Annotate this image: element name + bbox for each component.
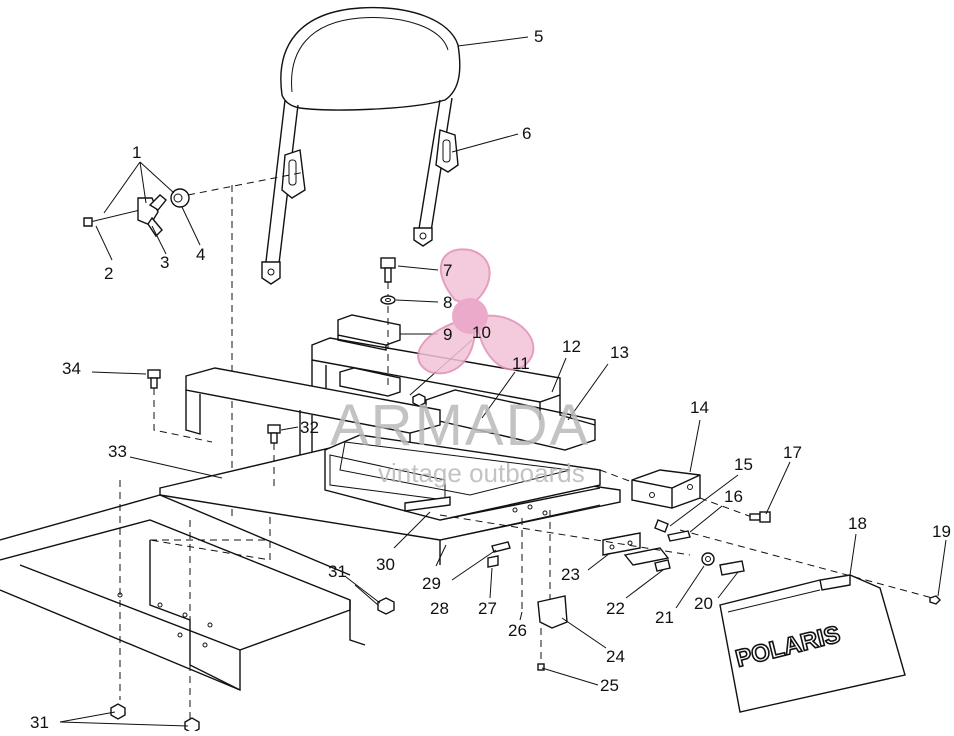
nut-10	[412, 393, 426, 407]
callout-7: 7	[443, 261, 452, 280]
pin-15	[654, 519, 669, 533]
rivet-27	[487, 555, 499, 568]
base-plate	[159, 434, 621, 565]
clip-28	[491, 541, 511, 553]
callout-19: 19	[932, 522, 951, 541]
bolt-7	[380, 257, 396, 283]
propeller-logo-icon	[417, 248, 535, 375]
callout-5: 5	[534, 27, 543, 46]
callout-14: 14	[690, 398, 709, 417]
bracket-14	[631, 469, 701, 509]
callout-16: 16	[724, 487, 743, 506]
bumper-block	[337, 314, 401, 397]
callout-11: 11	[512, 354, 530, 373]
callout-25: 25	[600, 676, 619, 695]
watermark-tagline: vintage outboards	[378, 458, 585, 488]
tunnel-frame	[0, 480, 366, 720]
callout-34: 34	[62, 359, 81, 378]
callout-labels: 1 2 3 4 5 6 7 8 9 10 11 12 13 14 15 16 1…	[30, 27, 951, 732]
callout-4: 4	[196, 245, 205, 264]
callout-3: 3	[160, 253, 169, 272]
callout-23: 23	[561, 565, 580, 584]
callout-6: 6	[522, 124, 531, 143]
callout-13: 13	[610, 343, 629, 362]
plate-24	[537, 595, 568, 629]
callout-31-left: 31	[30, 713, 49, 731]
washer-8	[380, 295, 396, 305]
callout-26: 26	[508, 621, 527, 640]
callout-1: 1	[132, 143, 141, 162]
nut-31-right	[354, 584, 395, 615]
screw-25	[537, 663, 545, 671]
bracket-right	[435, 129, 459, 173]
clip-19	[929, 595, 941, 605]
callout-21: 21	[655, 608, 674, 627]
callout-24: 24	[606, 647, 625, 666]
callout-32: 32	[300, 418, 319, 437]
callout-33: 33	[108, 442, 127, 461]
washer-21	[701, 552, 715, 566]
callout-22: 22	[606, 599, 625, 618]
callout-28: 28	[430, 599, 449, 618]
leader-lines	[59, 36, 947, 727]
bolt-17	[749, 511, 771, 523]
bolt-34	[147, 369, 213, 443]
bolt-16	[667, 530, 691, 542]
bolt-20	[719, 560, 745, 576]
nut-31-bottom-left	[110, 703, 126, 720]
callout-29: 29	[422, 574, 441, 593]
callout-20: 20	[694, 594, 713, 613]
callout-30: 30	[376, 555, 395, 574]
callout-9: 9	[443, 325, 452, 344]
hinge-bracket	[602, 532, 671, 572]
callout-2: 2	[104, 264, 113, 283]
watermark-brand: ARMADA	[330, 393, 590, 458]
callout-8: 8	[443, 293, 452, 312]
callout-18: 18	[848, 514, 867, 533]
backrest	[261, 6, 461, 285]
callout-10: 10	[472, 323, 491, 342]
hardware-bolt-knob	[83, 188, 190, 238]
watermark: ARMADA vintage outboards	[330, 248, 590, 488]
callout-12: 12	[562, 337, 581, 356]
bolt-32	[267, 424, 281, 490]
callout-17: 17	[783, 443, 802, 462]
callout-27: 27	[478, 599, 497, 618]
snow-flap: POLARIS	[719, 574, 906, 713]
bracket-left	[281, 149, 306, 199]
callout-31-right: 31	[328, 562, 347, 581]
callout-15: 15	[734, 455, 753, 474]
nut-31-bottom-right	[184, 717, 200, 734]
